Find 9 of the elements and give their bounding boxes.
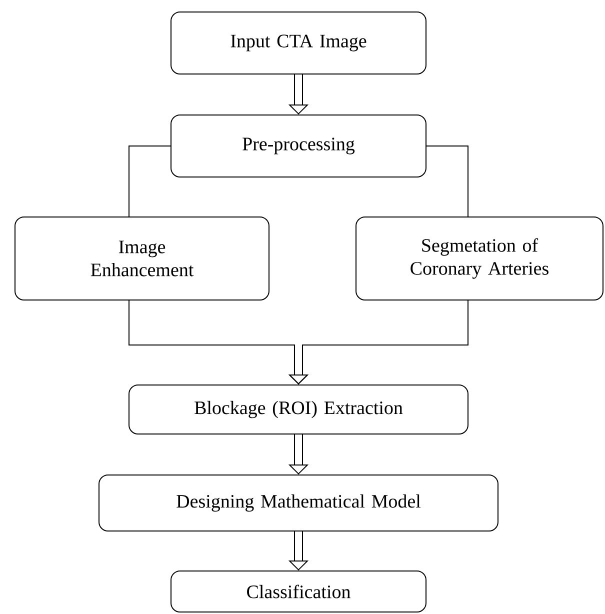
connector-line [426, 146, 468, 217]
process-box: Pre-processing [170, 114, 426, 178]
process-box: Segmetation of Coronary Arteries [356, 216, 604, 300]
process-box: Blockage (ROI) Extraction [128, 384, 468, 434]
process-box: Input CTA Image [170, 12, 426, 74]
process-box: Image Enhancement [14, 216, 270, 300]
process-box: Classification [170, 570, 426, 612]
connector-line [128, 146, 171, 217]
process-box: Designing Mathematical Model [98, 474, 498, 532]
